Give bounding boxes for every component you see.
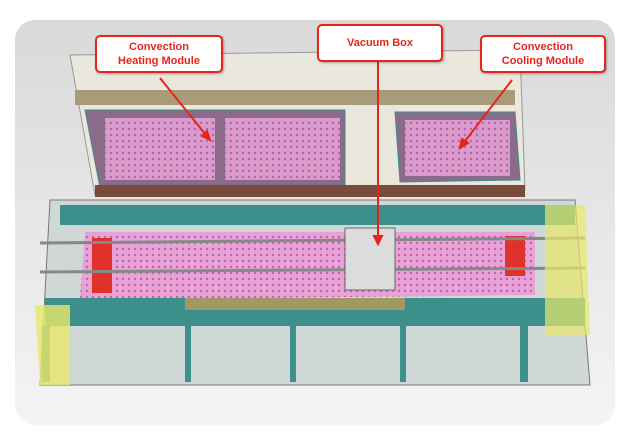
callout-convection-cooling-module: Convection Cooling Module bbox=[480, 35, 606, 73]
lid-band bbox=[75, 90, 515, 105]
heating-mesh-1 bbox=[105, 118, 215, 180]
callout-text: Heating Module bbox=[118, 55, 200, 67]
callout-vacuum-box: Vacuum Box bbox=[317, 24, 443, 62]
callout-text: Convection bbox=[513, 41, 573, 53]
callout-text: Vacuum Box bbox=[346, 37, 414, 49]
callout-leaders bbox=[159, 60, 513, 247]
heater-right bbox=[505, 236, 525, 276]
right-end-cover bbox=[545, 205, 590, 335]
callout-text: Cooling Module bbox=[501, 55, 585, 67]
guide-rails bbox=[39, 236, 586, 274]
heating-mesh-2 bbox=[225, 118, 340, 180]
callout-convection-heating-module: Convection Heating Module bbox=[95, 35, 223, 73]
left-end-cover bbox=[35, 305, 70, 385]
rail-top bbox=[60, 205, 575, 225]
perforated-plate bbox=[185, 298, 405, 310]
conveyor-bed bbox=[80, 232, 535, 300]
cooling-mesh bbox=[405, 120, 510, 176]
vacuum-box bbox=[344, 227, 396, 291]
lid-hinge bbox=[95, 185, 525, 197]
callout-text: Convection bbox=[129, 41, 189, 53]
heater-left bbox=[92, 238, 112, 293]
